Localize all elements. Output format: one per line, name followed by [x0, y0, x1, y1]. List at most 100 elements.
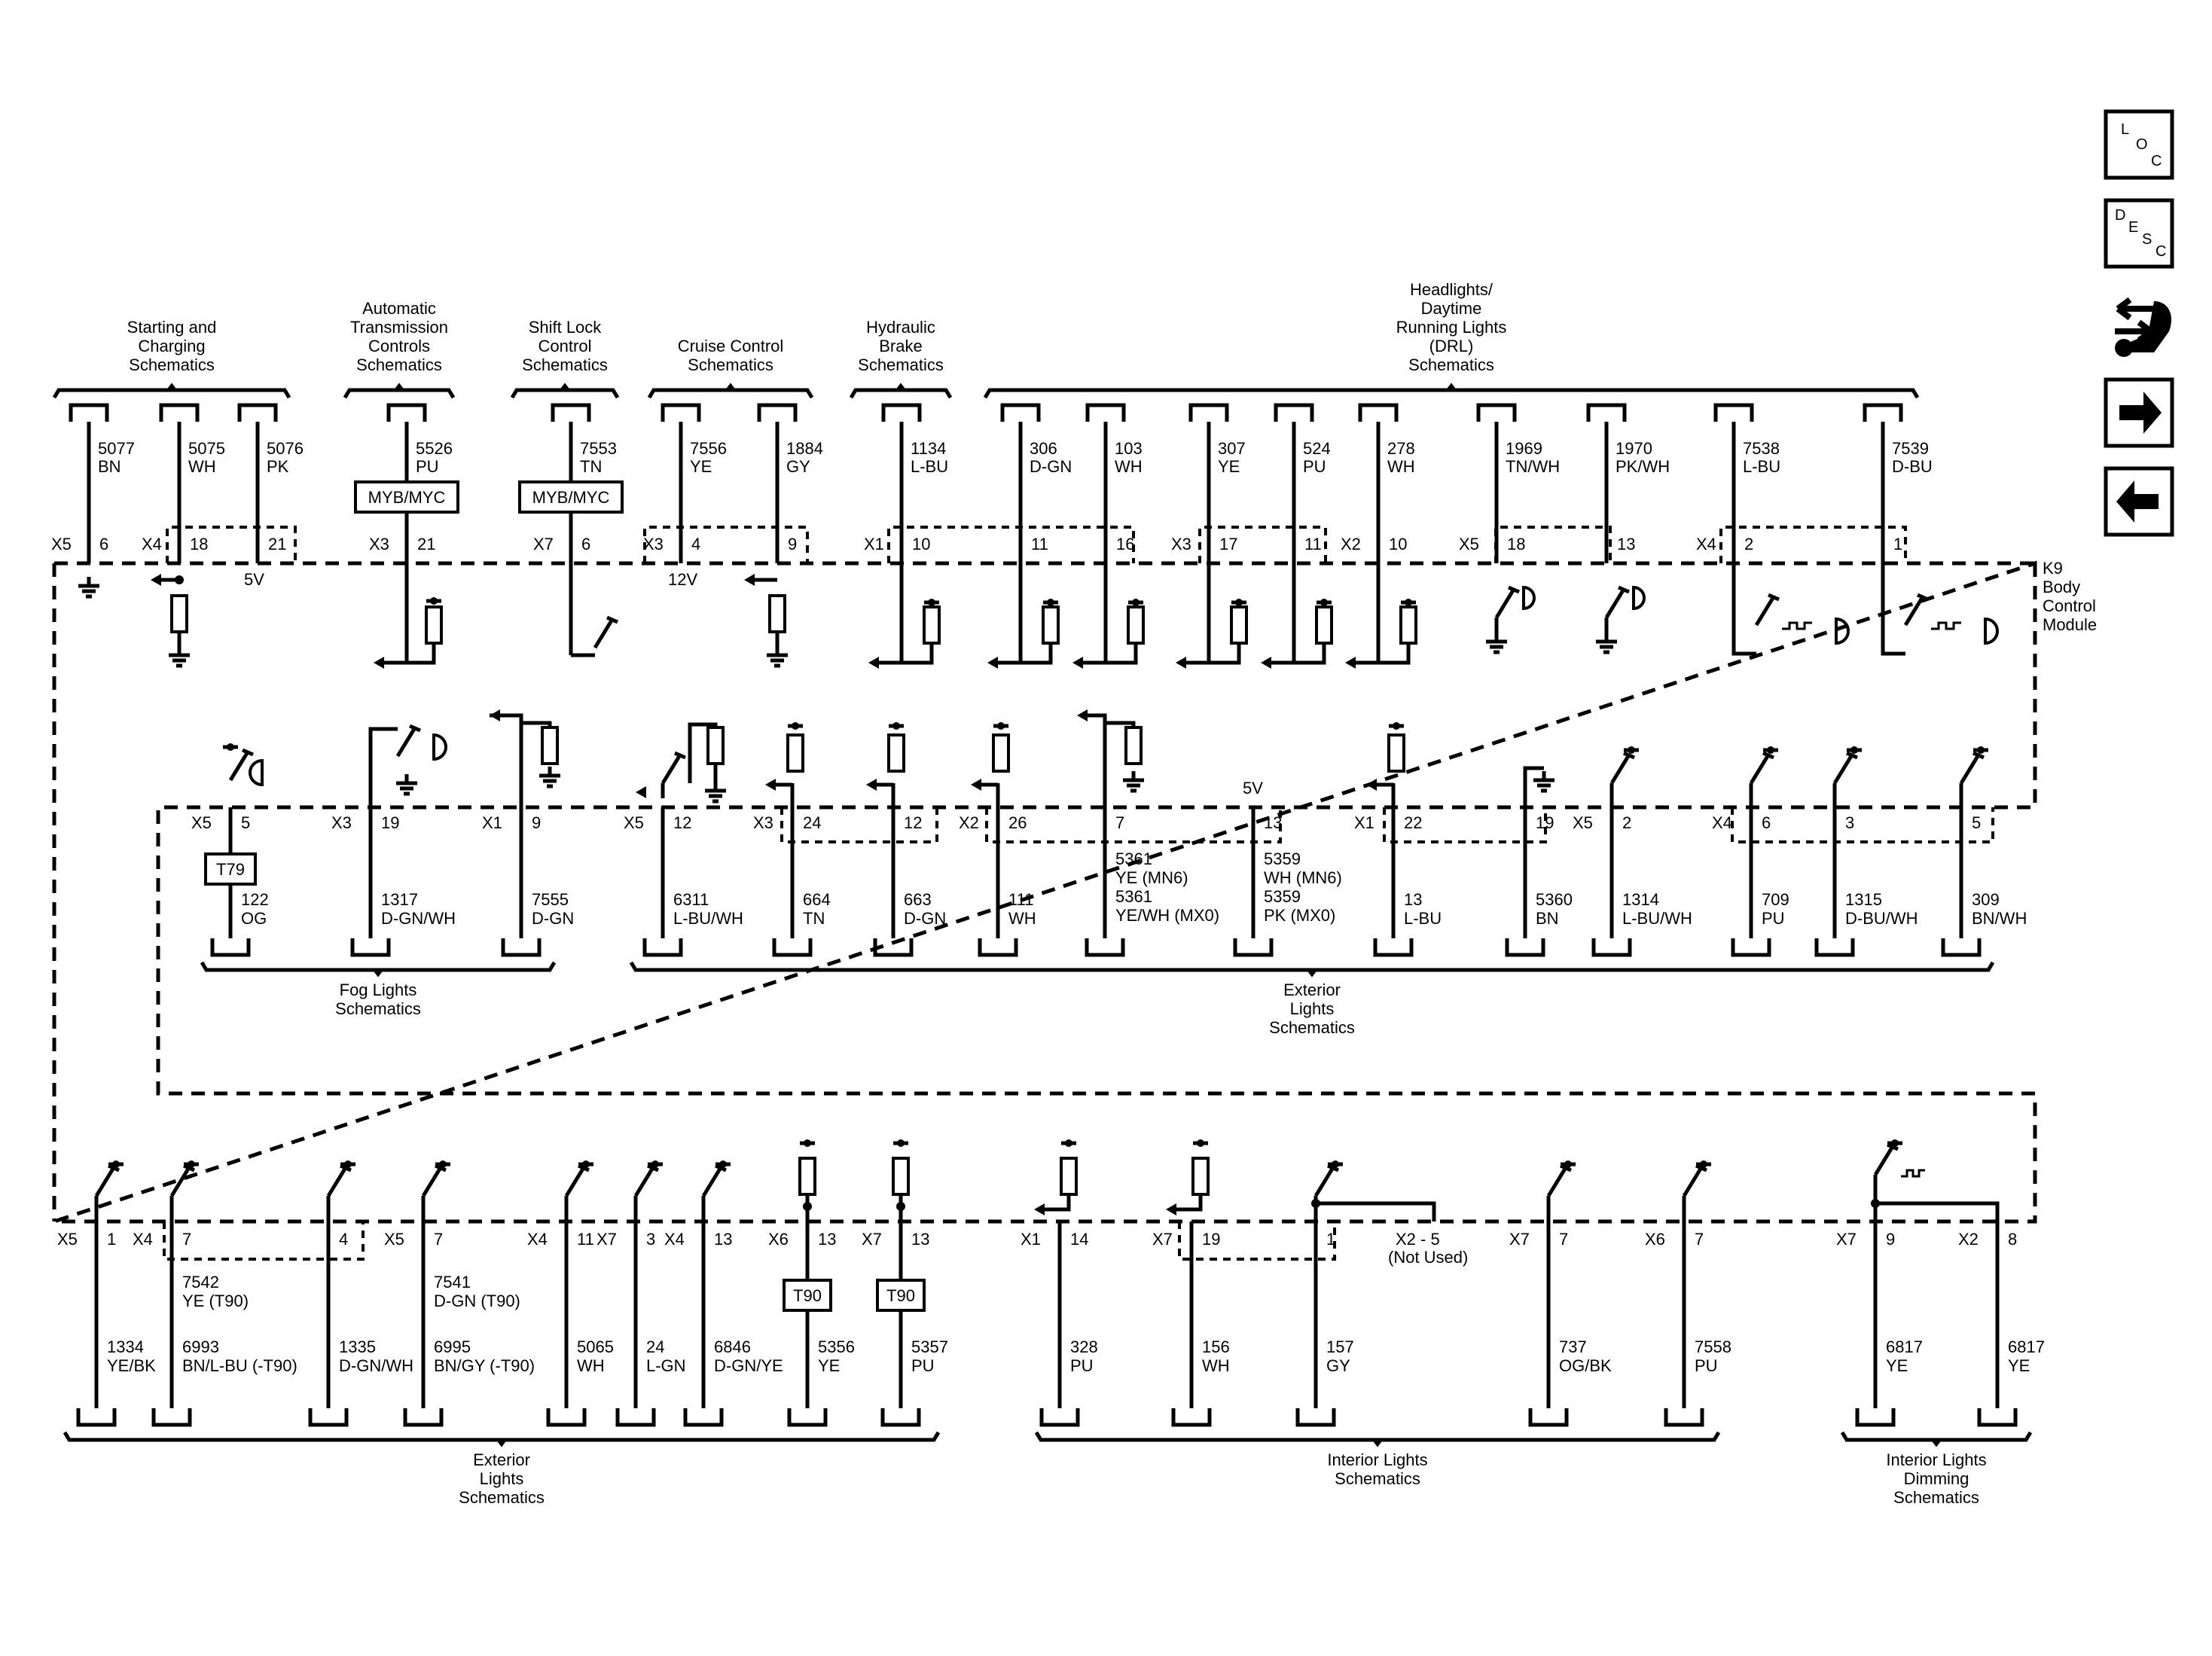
connector-bracket: [1855, 1408, 1896, 1427]
lamp-icon: [1835, 617, 1850, 645]
group-cruise-label: Schematics: [688, 355, 773, 374]
switch-contact: [1846, 751, 1858, 760]
wire-color: L-BU: [911, 457, 948, 476]
pin-number: 1: [107, 1230, 116, 1249]
forward-arrow-icon[interactable]: [2104, 377, 2174, 448]
option-box-text: T90: [793, 1286, 822, 1305]
wire-color: TN: [803, 909, 825, 928]
junction: [227, 743, 234, 751]
pin-number: 22: [1404, 813, 1422, 832]
wire-color: PK: [267, 457, 289, 476]
option-box: [354, 480, 459, 514]
group-shiftlock-tick: [560, 383, 570, 391]
group-interior-dimming-brace: [1840, 1431, 2033, 1442]
connector-bracket: [546, 1408, 587, 1427]
wire-color: D-GN/WH: [381, 909, 456, 928]
pin-number: 6: [1762, 813, 1771, 832]
connector-bracket: [159, 403, 200, 422]
option-box-text: T90: [886, 1286, 915, 1305]
connector-id: X4: [664, 1230, 685, 1249]
switch-contact: [1917, 593, 1929, 602]
arrow: [151, 574, 161, 586]
connector-bracket: [1085, 938, 1125, 957]
connector-bracket: [1274, 403, 1314, 422]
connector-id: X1: [1021, 1230, 1041, 1249]
wire-color: PU: [911, 1356, 935, 1375]
pin-number: 8: [2008, 1230, 2017, 1249]
resistor: [425, 605, 443, 645]
back-arrow-icon[interactable]: [2104, 466, 2174, 537]
wire-label: 5359: [1264, 849, 1301, 868]
wire-color: OG/BK: [1559, 1356, 1612, 1375]
group-fog-tick: [373, 969, 383, 977]
connector-band: [1719, 526, 1907, 563]
stub: [1523, 766, 1544, 807]
option-box-text: MYB/MYC: [368, 488, 446, 507]
wire-color: TN/WH: [1506, 457, 1560, 476]
group-brake-label: Hydraulic: [866, 318, 935, 337]
wire-circuit: 5360: [1536, 890, 1573, 909]
stub: [1209, 643, 1241, 665]
pin-number: 18: [190, 535, 208, 554]
wire-circuit: 278: [1387, 439, 1415, 458]
connector-id: X5: [51, 535, 72, 554]
group-brake-label: Schematics: [858, 355, 944, 374]
pin-number: 4: [339, 1230, 348, 1249]
group-shiftlock-label: Schematics: [522, 355, 608, 374]
group-headlights-label: Headlights/: [1410, 280, 1493, 299]
group-interior-dimming-label: Interior Lights: [1886, 1450, 1986, 1469]
connector-id: X7: [1152, 1230, 1173, 1249]
switch-contact: [1560, 1163, 1572, 1173]
connector-bracket: [151, 1408, 192, 1427]
arrow: [374, 657, 384, 669]
wire-circuit: 122: [241, 890, 269, 909]
switch-contact: [183, 1163, 195, 1173]
connector-id: X5: [1459, 535, 1479, 554]
connector-band: [985, 807, 1282, 843]
connector-bracket: [757, 403, 798, 422]
svg-text:D: D: [2115, 207, 2125, 224]
group-interior-brace: [1034, 1431, 1721, 1442]
stub: [1021, 643, 1053, 665]
pin-number: 6: [99, 535, 108, 554]
pin-number: 10: [1389, 535, 1407, 554]
desc-button[interactable]: D E S C: [2104, 198, 2174, 269]
group-brake-tick: [895, 383, 906, 391]
option-box: [876, 1279, 926, 1312]
group-cruise-label: Cruise Control: [678, 337, 784, 355]
lamp-icon: [1632, 585, 1646, 611]
connector-id: X3: [1171, 535, 1191, 554]
connector-id: X4: [1712, 813, 1732, 832]
diagnostics-icon[interactable]: [2115, 297, 2172, 357]
connector-bracket: [661, 403, 701, 422]
stub: [521, 721, 552, 727]
wire-circuit: 1970: [1616, 439, 1652, 458]
switch: [1604, 589, 1625, 619]
pin-number: 21: [417, 535, 435, 554]
connector-id: X3: [753, 813, 773, 832]
connector-bracket: [1358, 403, 1399, 422]
junction: [1977, 746, 1985, 754]
connector-bracket: [1171, 1408, 1212, 1427]
wire-label: PK (MX0): [1264, 906, 1335, 925]
group-exterior-mid-tick: [1307, 969, 1317, 977]
switch: [1754, 596, 1775, 627]
junction: [430, 597, 438, 605]
pin-number: 10: [912, 535, 930, 554]
switch-contact: [1695, 1163, 1707, 1173]
wire-circuit: 6846: [714, 1337, 751, 1356]
connector-bracket: [978, 938, 1018, 957]
loc-button[interactable]: L O C: [2104, 109, 2174, 180]
connector-bracket: [787, 1408, 828, 1427]
wire-color: WH: [1008, 909, 1036, 928]
group-interior-label: Interior Lights: [1327, 1450, 1427, 1469]
pin-number: 19: [381, 813, 399, 832]
group-cruise-brace: [647, 388, 814, 399]
junction: [1065, 1139, 1072, 1147]
connector-band: [166, 526, 297, 563]
connector-id: X7: [533, 535, 554, 554]
wire-color: YE: [2008, 1356, 2030, 1375]
connector-id: X2: [1958, 1230, 1979, 1249]
switch-contact: [242, 748, 254, 757]
wire-circuit: 1969: [1506, 439, 1542, 458]
